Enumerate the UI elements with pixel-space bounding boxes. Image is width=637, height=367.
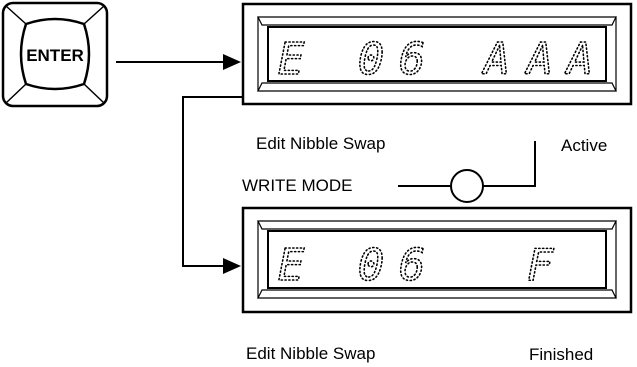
enter-key-bevel-bl [5,83,27,104]
label-write-mode: WRITE MODE [242,176,353,195]
write-mode-switch[interactable] [398,141,536,203]
display-top-char-5: A [524,34,554,85]
display-bottom-char-1: E [278,240,305,291]
display-bottom-char-4: F [527,240,555,291]
write-mode-lead-right [483,141,536,187]
display-top-frame [257,16,617,92]
label-finished: Finished [529,345,594,364]
display-bottom-frame [257,220,617,299]
display-bottom-char-2: 0 [358,240,385,291]
display-top-screen [267,26,607,82]
enter-key-label: ENTER [26,46,84,65]
enter-key-bevel-br [83,83,105,104]
arrow-top-to-bottom [182,96,243,274]
display-top-char-3: 6 [399,34,426,85]
label-edit-top: Edit Nibble Swap [256,134,386,153]
display-top-char-1: E [278,34,305,85]
display-bottom-char-3: 6 [399,240,426,291]
display-bottom: E 0 6 F [241,206,633,314]
enter-key-bevel-tl [5,5,27,25]
display-top-char-4: A [481,34,511,85]
display-bottom-screen [267,230,607,289]
enter-key[interactable]: ENTER [1,1,109,108]
enter-key-bevel-tr [83,5,105,25]
arrow-enter-to-top [116,54,241,70]
display-top-char-6: A [564,34,594,85]
label-edit-bottom: Edit Nibble Swap [246,344,376,363]
write-mode-switch-circle[interactable] [450,169,484,203]
display-top: E 0 6 A A A [241,2,633,106]
display-top-char-2: 0 [358,34,385,85]
label-active: Active [561,136,608,155]
